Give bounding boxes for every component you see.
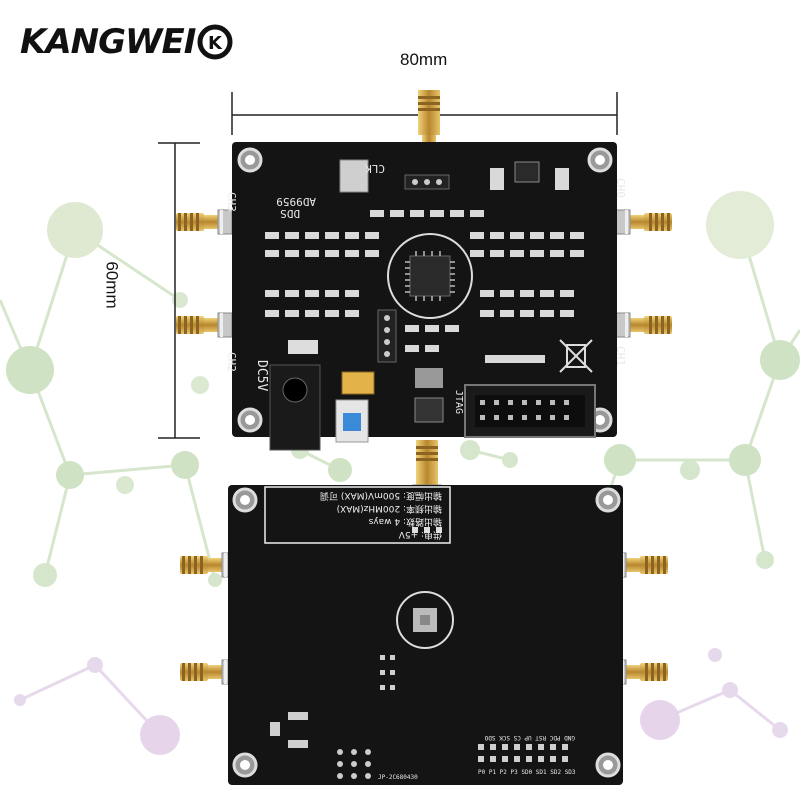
pin-labels-bottom: P0 P1 P2 P3 SD0 SD1 SD2 SD3	[478, 769, 576, 776]
svg-text:K: K	[208, 33, 223, 54]
sma-connector-ch2	[175, 312, 233, 338]
tantalum-capacitor	[341, 371, 375, 395]
molecule-nodes	[6, 191, 800, 755]
brand-name: KANGWEI	[20, 22, 196, 62]
brand-logo: KANGWEI K	[20, 22, 235, 62]
width-dimension-label: 80mm	[400, 50, 448, 69]
height-dimension-label: 60mm	[102, 261, 122, 309]
sma-connector-ch1	[615, 312, 673, 338]
label-ch1: CH1	[614, 346, 627, 366]
pcb-code: JP-2C680430	[378, 774, 418, 781]
weee-symbol	[559, 339, 593, 373]
label-ch3: CH3	[225, 192, 238, 212]
label-ad9959: AD9959	[276, 195, 316, 208]
spec-line-amplitude: 输出幅度: 500mV(MAX) 可调	[320, 490, 442, 500]
label-dds: DDS	[280, 207, 300, 220]
pin-labels-top: GND PDC RST UP CS SCK SDO	[484, 734, 575, 741]
label-jtag: JTAG	[453, 390, 464, 414]
spec-line-ways: 输出路数: 4 ways	[368, 516, 442, 526]
crystal-oscillator	[339, 159, 369, 193]
pcb-bottom-board: GND PDC RST UP CS SCK SDO P0 P1 P2 P3 SD…	[179, 440, 669, 785]
label-dc5v: DC5V	[254, 360, 269, 391]
pcb-top-board: CH3 CH2 CH0 CH1 CLK DDS AD9959 DC5V JTAG	[175, 90, 673, 451]
sma-connector-ch3	[175, 209, 233, 235]
spec-line-frequency: 输出频率: 200MHz(MAX)	[336, 503, 442, 513]
jtag-connector	[464, 384, 596, 438]
label-clk: CLK	[365, 162, 385, 175]
dimension-height-line	[158, 142, 200, 439]
spec-box	[264, 486, 451, 544]
spec-line-power: 供电: +5V	[398, 529, 442, 539]
label-ch2: CH2	[225, 352, 238, 372]
voltage-regulator	[514, 161, 540, 183]
spec-text: 供电: +5V 输出路数: 4 ways 输出频率: 200MHz(MAX) 输…	[268, 488, 448, 542]
sma-connector-bottom-l2	[179, 659, 237, 685]
label-ch0: CH0	[614, 178, 627, 198]
dds-chip	[387, 233, 473, 319]
smd-components	[265, 210, 584, 352]
brand-badge-icon: K	[197, 24, 233, 60]
pin-header-mid	[377, 309, 397, 363]
pin-header-clk	[404, 174, 450, 190]
sma-connector-ch0	[615, 209, 673, 235]
